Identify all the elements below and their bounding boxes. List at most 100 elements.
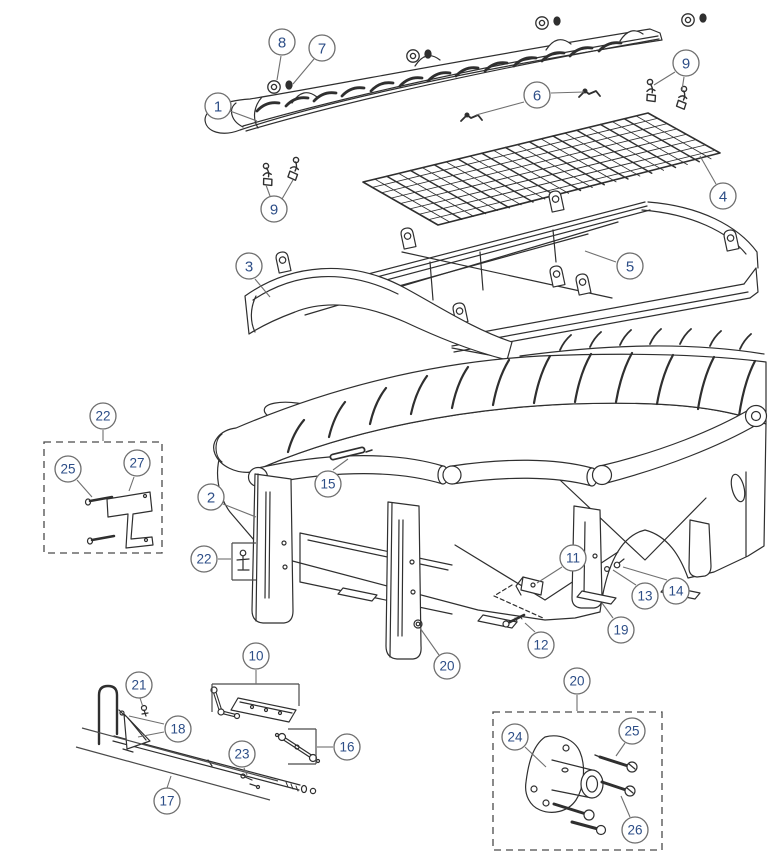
- callout-number: 23: [234, 747, 249, 762]
- callout-balloon-23: 23: [228, 740, 256, 768]
- leader-line-18: [128, 715, 165, 725]
- callout-number: 9: [270, 201, 278, 218]
- rear-roof-ribs: [559, 328, 752, 351]
- leader-line-11: [536, 566, 563, 584]
- leader-line-6: [475, 101, 525, 116]
- callout-number: 4: [719, 188, 727, 205]
- callout-number: 20: [569, 674, 584, 689]
- screw-21: [140, 704, 149, 717]
- callout-number: 5: [626, 258, 634, 275]
- callout-number: 21: [131, 678, 146, 693]
- callout-number: 22: [95, 409, 110, 424]
- triangle-bracket-18: [118, 709, 151, 753]
- callout-number: 9: [682, 55, 690, 72]
- callout-balloon-27: 27: [123, 449, 151, 477]
- callout-balloon-6: 6: [523, 81, 551, 109]
- callout-balloon-15: 15: [314, 470, 342, 498]
- callout-balloon-13: 13: [631, 582, 659, 610]
- leader-line-18: [137, 731, 165, 738]
- callout-balloon-25: 25: [618, 717, 646, 745]
- callout-number: 20: [439, 659, 454, 674]
- part-link-16: [274, 732, 321, 764]
- callout-balloon-20: 20: [563, 667, 591, 695]
- callout-balloon-5: 5: [616, 252, 644, 280]
- bracket-16: [288, 728, 317, 765]
- leader-line-9: [681, 76, 685, 91]
- bracket-22: [231, 542, 256, 581]
- callout-number: 10: [248, 649, 263, 664]
- callout-balloon-25: 25: [54, 455, 82, 483]
- callout-balloon-4: 4: [709, 182, 737, 210]
- callout-balloon-9: 9: [672, 49, 700, 77]
- leader-line-13: [612, 569, 637, 586]
- roof-ribs: [286, 351, 757, 454]
- leader-line-3: [254, 278, 271, 298]
- callout-balloon-17: 17: [153, 787, 181, 815]
- leader-line-9: [265, 184, 271, 197]
- callout-number: 26: [627, 823, 642, 838]
- lid-vent-slots: [255, 41, 623, 113]
- callout-balloon-26: 26: [621, 816, 649, 844]
- callout-number: 11: [566, 551, 580, 566]
- callout-balloon-20: 20: [433, 652, 461, 680]
- callout-number: 17: [159, 794, 174, 809]
- callout-balloon-10: 10: [242, 642, 270, 670]
- callout-number: 25: [624, 724, 639, 739]
- leader-line-23: [243, 767, 248, 776]
- callout-balloon-12: 12: [527, 631, 555, 659]
- fasteners-13-14: [603, 558, 625, 572]
- bolt-20: [413, 619, 423, 629]
- callout-balloon-7: 7: [308, 34, 336, 62]
- leader-line-9: [653, 71, 676, 86]
- hand-slot-15: [329, 446, 373, 461]
- callout-number: 27: [129, 456, 144, 471]
- detail-box-20: [492, 711, 663, 851]
- detail-flange-24: [525, 735, 638, 836]
- bolts-26-detail: [552, 780, 636, 836]
- leader-line-25: [615, 742, 626, 757]
- bolt-bits-23: [240, 773, 261, 790]
- leader-line-25: [76, 479, 93, 498]
- callout-balloon-3: 3: [235, 252, 263, 280]
- callout-balloon-22: 22: [190, 545, 218, 573]
- callout-balloon-18: 18: [164, 715, 192, 743]
- leader-line-14: [622, 566, 668, 581]
- part-mesh-screen: [362, 112, 721, 226]
- leader-line-19: [601, 602, 614, 619]
- detail-box-22: [43, 441, 163, 554]
- callout-balloon-14: 14: [662, 577, 690, 605]
- callout-number: 22: [196, 552, 211, 567]
- part-plate-assembly-10: [210, 686, 297, 723]
- leg-stand-middle: [385, 501, 422, 660]
- callout-balloon-11: 11: [559, 544, 587, 572]
- callout-number: 25: [60, 462, 75, 477]
- leader-line-6: [550, 91, 585, 94]
- callout-number: 1: [214, 98, 222, 115]
- leader-line-15: [332, 458, 349, 471]
- leader-line-27: [128, 476, 135, 492]
- callout-number: 13: [637, 589, 652, 604]
- callout-balloon-21: 21: [125, 671, 153, 699]
- leader-line-7: [292, 58, 315, 85]
- callout-number: 16: [339, 740, 354, 755]
- callout-number: 18: [170, 722, 185, 737]
- callout-balloon-1: 1: [204, 92, 232, 120]
- leader-line-1: [229, 110, 258, 122]
- leader-line-5: [584, 250, 617, 263]
- callout-number: 2: [207, 489, 215, 506]
- leader-line-17: [166, 775, 172, 789]
- part-top-lid: [204, 28, 663, 134]
- leader-line-4: [699, 155, 717, 185]
- hinge-bracket-11: [493, 576, 544, 619]
- part-arched-rail: [244, 267, 513, 361]
- leader-line-2: [222, 503, 257, 518]
- callout-balloon-19: 19: [607, 616, 635, 644]
- pin-clip-22: [236, 549, 250, 571]
- leader-line-21: [139, 697, 144, 708]
- leg-right-far: [688, 519, 712, 578]
- leader-line-20: [419, 627, 440, 656]
- callout-number: 12: [533, 638, 548, 653]
- part-hopper-body: [213, 328, 768, 660]
